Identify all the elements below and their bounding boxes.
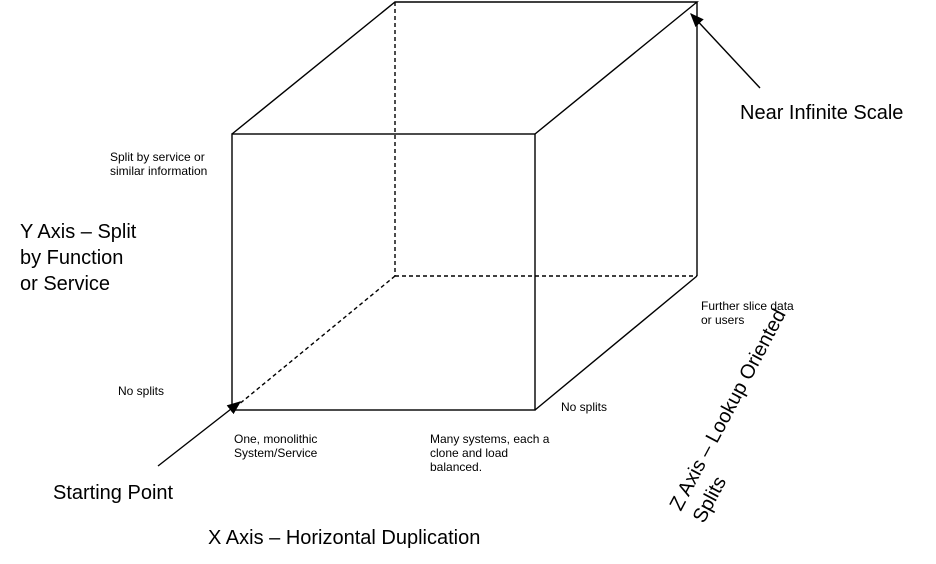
x-axis-label: X Axis – Horizontal Duplication [208, 527, 481, 549]
y-axis-label: Y Axis – Split by Function or Service [20, 221, 137, 295]
starting-point-label: Starting Point [53, 482, 174, 504]
cube-right-bottom-edge [534, 275, 698, 411]
no-splits-left-label: No splits [118, 384, 165, 398]
near-infinite-arrow [690, 12, 761, 89]
cube-top-face [231, 1, 699, 135]
near-infinite-scale-label: Near Infinite Scale [740, 102, 904, 124]
one-monolithic-label: One, monolithic System/Service [234, 432, 318, 460]
no-splits-right-label: No splits [561, 400, 608, 414]
starting-point-arrow [157, 401, 242, 467]
cube-front-face [231, 133, 536, 411]
cube-hidden-edge-depth [231, 275, 396, 411]
many-systems-label: Many systems, each a clone and load bala… [430, 432, 550, 474]
split-by-service-label: Split by service or similar information [110, 150, 208, 178]
further-slice-label: Further slice data or users [701, 299, 794, 327]
